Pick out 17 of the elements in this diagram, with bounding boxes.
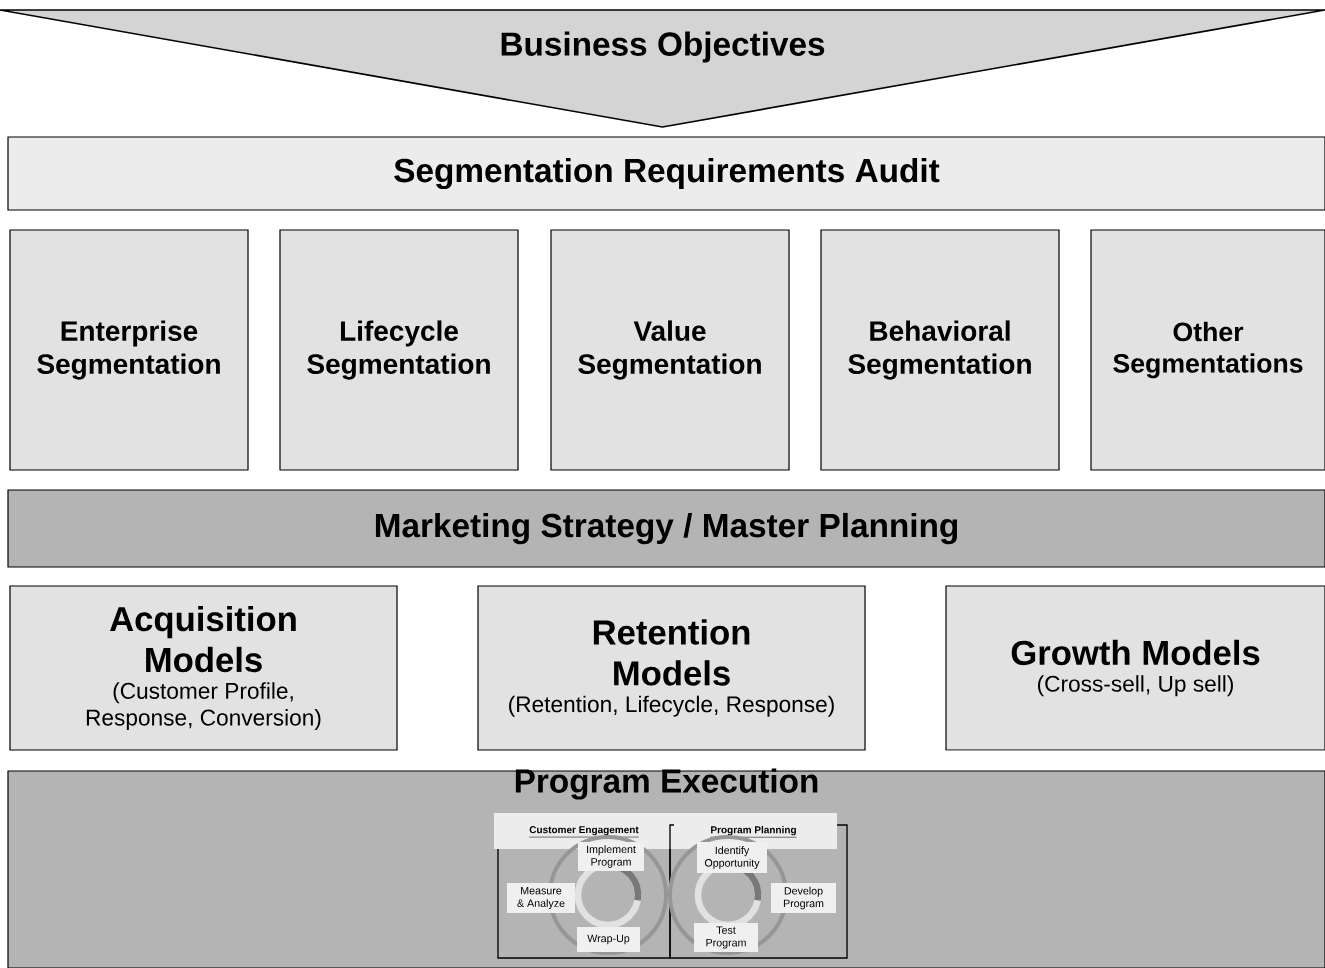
category-box: Growth Models (Cross-sell, Up sell) xyxy=(945,585,1325,751)
category-box: Retention Models (Retention, Lifecycle, Response) xyxy=(477,585,866,751)
band-box: Segmentation Requirements Audit xyxy=(7,136,1325,211)
chevron-banner: Business Objectives xyxy=(0,9,1325,128)
category-box: Other Segmentations xyxy=(1090,229,1325,471)
step-label: Implement Program xyxy=(578,842,644,871)
category-box: Acquisition Models (Customer Profile, Response, Conversion) xyxy=(9,585,398,751)
category-box: Behavioral Segmentation xyxy=(820,229,1060,471)
category-box: Value Segmentation xyxy=(550,229,790,471)
step-label: Measure & Analyze xyxy=(507,883,575,913)
step-label: Wrap-Up xyxy=(577,927,640,952)
category-box: Enterprise Segmentation xyxy=(9,229,249,471)
step-label: Test Program xyxy=(694,923,758,952)
step-label: Identify Opportunity xyxy=(697,842,767,873)
category-box: Lifecycle Segmentation xyxy=(279,229,519,471)
step-label: Develop Program xyxy=(771,883,836,913)
band-box: Marketing Strategy / Master Planning xyxy=(7,489,1325,568)
